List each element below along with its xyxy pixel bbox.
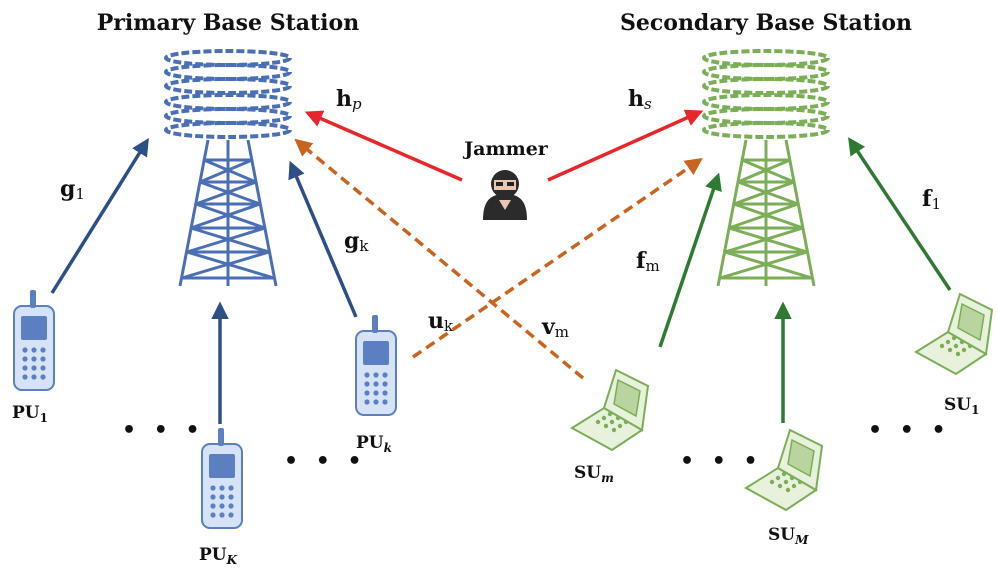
user-label-puK: PUK (199, 545, 238, 567)
user-label-pu1: PU1 (12, 403, 48, 425)
interference-link-uk (412, 158, 703, 359)
user-label-suM: SUM (768, 525, 809, 547)
ellipsis-secondary-left: • • • (680, 449, 763, 474)
uplink-g1 (50, 138, 149, 294)
secondary-user-m-phone-icon (571, 369, 649, 451)
jammer-label: Jammer (462, 138, 549, 160)
channel-label-fm: fm (636, 248, 660, 275)
primary-tower-icon (164, 49, 292, 287)
uplink-fm (658, 172, 722, 348)
primary-user-K-phone-icon (201, 427, 243, 529)
jammer-icon (483, 170, 527, 220)
channel-label-gk: gk (344, 228, 369, 255)
user-label-puk: PUk (356, 433, 392, 455)
jammer-link-hp (304, 110, 463, 182)
ellipsis-secondary-right: • • • (868, 418, 951, 443)
interference-link-vm (294, 138, 585, 380)
ellipsis-primary-right: • • • (284, 449, 367, 474)
secondary-base-station-title: Secondary Base Station (620, 10, 912, 36)
channel-label-f1: f1 (922, 186, 941, 213)
secondary-user-1-phone-icon (915, 293, 993, 375)
primary-base-station-title: Primary Base Station (97, 10, 359, 36)
channel-label-g1: g1 (60, 176, 85, 203)
uplink-f1 (848, 137, 952, 291)
channel-label-hp: hp (336, 86, 362, 113)
secondary-tower-icon (702, 49, 830, 287)
ellipsis-primary-left: • • • (122, 418, 205, 443)
primary-user-1-phone-icon (13, 289, 55, 391)
channel-label-vm: vm (541, 314, 569, 341)
user-label-sum: SUm (574, 463, 614, 485)
user-label-su1: SU1 (944, 395, 979, 417)
uplink-gk (288, 160, 358, 318)
jammer-link-hs (547, 109, 704, 182)
channel-label-uk: uk (428, 308, 454, 335)
primary-user-k-phone-icon (355, 314, 397, 416)
channel-label-hs: hs (628, 86, 652, 113)
